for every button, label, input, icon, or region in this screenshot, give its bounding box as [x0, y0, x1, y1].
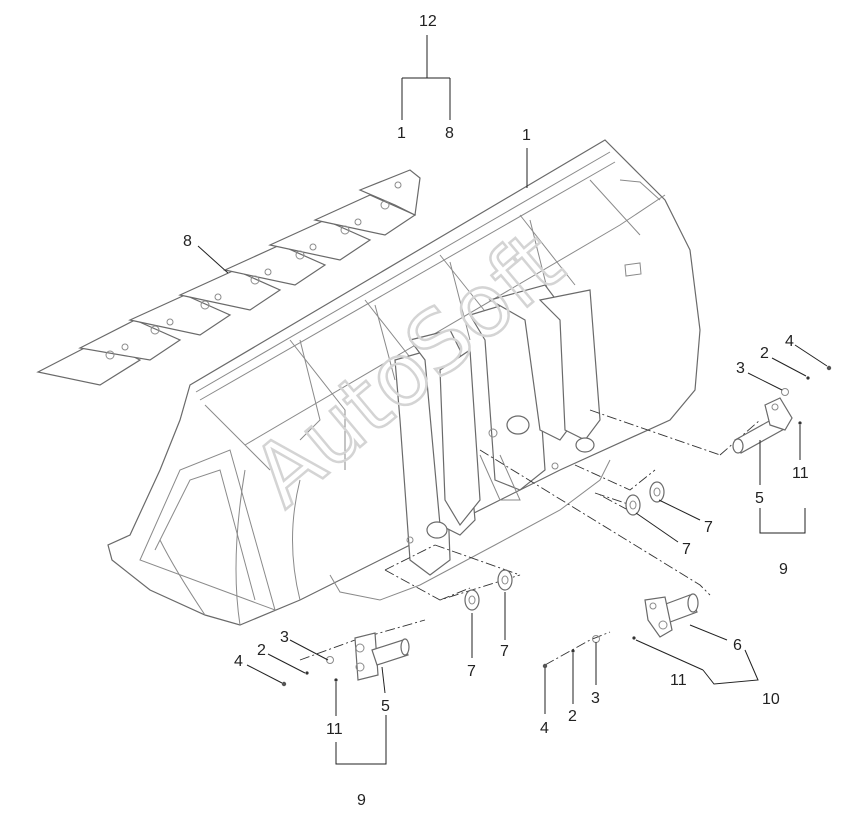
- callout-10-bottom: 10: [762, 691, 780, 708]
- callout-4-right: 4: [785, 333, 794, 350]
- callout-labels: 12 1 8 1 8 4 2 3 5 11 9 7 7 7 7 4 2 3 5 …: [183, 13, 809, 809]
- callout-11-bottom: 11: [670, 672, 687, 689]
- callout-4-bottom: 4: [540, 720, 549, 737]
- leader-lines: [197, 35, 828, 765]
- callout-6-bottom: 6: [733, 637, 742, 654]
- callout-3-bottom: 3: [591, 690, 600, 707]
- callout-2-left: 2: [257, 642, 266, 659]
- left-pin-assembly: [281, 569, 513, 687]
- callout-4-left: 4: [234, 653, 243, 670]
- callout-5-right: 5: [755, 490, 764, 507]
- callout-7-right-upper: 7: [704, 519, 713, 536]
- callout-5-left: 5: [381, 698, 390, 715]
- callout-7-right-lower: 7: [682, 541, 691, 558]
- bottom-pin-assembly: [542, 593, 699, 669]
- teeth-and-adapters: [36, 169, 421, 386]
- callout-2-right: 2: [760, 345, 769, 362]
- callout-2-bottom: 2: [568, 708, 577, 725]
- callout-9-right: 9: [779, 561, 788, 578]
- callout-1-group: 1: [397, 125, 406, 142]
- callout-12: 12: [419, 13, 437, 30]
- callout-9-left: 9: [357, 792, 366, 809]
- callout-1-bucket: 1: [522, 127, 531, 144]
- callout-3-left: 3: [280, 629, 289, 646]
- mounting-brackets: [394, 284, 601, 576]
- callout-11-right: 11: [792, 465, 809, 482]
- callout-8-teeth: 8: [183, 233, 192, 250]
- callout-3-right: 3: [736, 360, 745, 377]
- right-pin-assembly: [625, 365, 832, 516]
- callout-7-left-b: 7: [500, 643, 509, 660]
- callout-11-left: 11: [326, 721, 343, 738]
- callout-8-group: 8: [445, 125, 454, 142]
- callout-7-left-a: 7: [467, 663, 476, 680]
